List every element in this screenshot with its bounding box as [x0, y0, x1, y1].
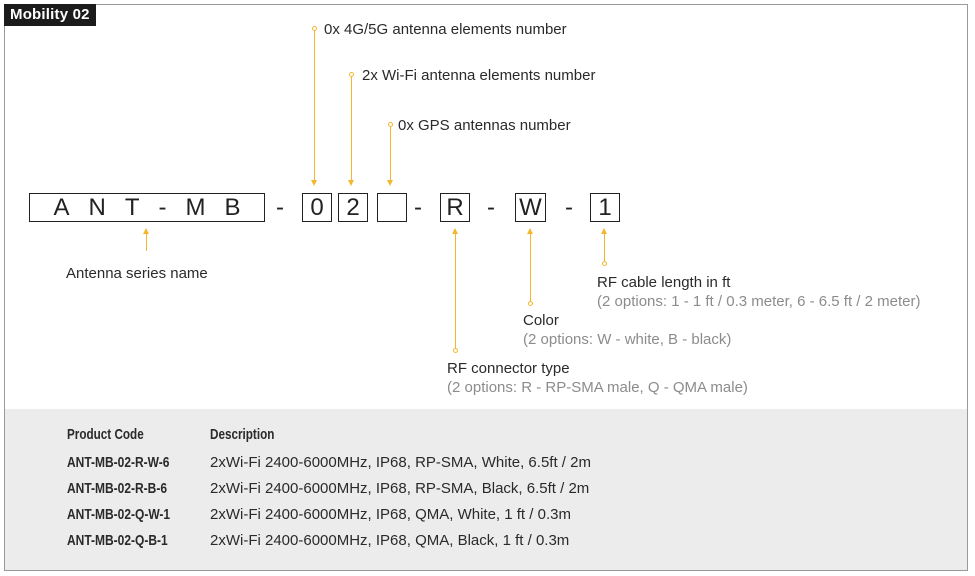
arrow-up-icon	[143, 228, 149, 234]
arrow-down-icon	[311, 180, 317, 186]
product-table: Product Code Description ANT-MB-02-R-W-6…	[5, 409, 967, 570]
arrow-down-icon	[387, 180, 393, 186]
leader-dot	[602, 261, 607, 266]
leader-dot	[453, 348, 458, 353]
description-cell: 2xWi-Fi 2400-6000MHz, IP68, QMA, White, …	[210, 506, 571, 523]
description-cell: 2xWi-Fi 2400-6000MHz, IP68, RP-SMA, Whit…	[210, 454, 591, 471]
leader-dot	[388, 122, 393, 127]
header-product-code: Product Code	[67, 426, 144, 443]
gps-count-box	[377, 193, 407, 222]
leader-dot	[528, 301, 533, 306]
description-cell: 2xWi-Fi 2400-6000MHz, IP68, QMA, Black, …	[210, 532, 570, 549]
leader-line	[604, 233, 605, 262]
color-annotation-options: (2 options: W - white, B - black)	[523, 331, 732, 348]
connector-code-box: R	[440, 193, 470, 222]
series-letter: N	[88, 193, 125, 221]
product-code-cell: ANT-MB-02-Q-W-1	[67, 506, 171, 523]
cable-code-box: 1	[590, 193, 620, 222]
series-letter: T	[124, 193, 159, 221]
arrow-up-icon	[452, 228, 458, 234]
color-code-box: W	[515, 193, 546, 222]
connector-annotation-options: (2 options: R - RP-SMA male, Q - QMA mal…	[447, 379, 748, 396]
series-letter: -	[158, 193, 186, 221]
leader-line	[314, 31, 315, 181]
product-code-cell: ANT-MB-02-R-B-6	[67, 480, 167, 497]
leader-dot	[312, 26, 317, 31]
section-tag: Mobility 02	[4, 4, 96, 26]
code-separator: -	[414, 194, 422, 221]
series-letter: A	[53, 193, 89, 221]
gps-annotation: 0x GPS antennas number	[398, 117, 571, 134]
code-separator: -	[565, 194, 573, 221]
description-cell: 2xWi-Fi 2400-6000MHz, IP68, RP-SMA, Blac…	[210, 480, 590, 497]
wifi-annotation: 2x Wi-Fi antenna elements number	[362, 67, 596, 84]
series-annotation: Antenna series name	[66, 265, 208, 282]
code-separator: -	[276, 194, 284, 221]
wifi-count-box: 2	[338, 193, 368, 222]
code-separator: -	[487, 194, 495, 221]
leader-line	[351, 77, 352, 181]
header-description: Description	[210, 426, 275, 443]
leader-dot	[349, 72, 354, 77]
cable-annotation-options: (2 options: 1 - 1 ft / 0.3 meter, 6 - 6.…	[597, 293, 921, 310]
connector-annotation-title: RF connector type	[447, 360, 570, 377]
series-letter: M	[185, 193, 225, 221]
leader-line	[146, 233, 147, 251]
product-code-cell: ANT-MB-02-Q-B-1	[67, 532, 168, 549]
arrow-down-icon	[348, 180, 354, 186]
arrow-up-icon	[527, 228, 533, 234]
color-annotation-title: Color	[523, 312, 559, 329]
arrow-up-icon	[601, 228, 607, 234]
product-code-cell: ANT-MB-02-R-W-6	[67, 454, 170, 471]
cellular-count-box: 0	[302, 193, 332, 222]
leader-line	[455, 233, 456, 349]
cellular-annotation: 0x 4G/5G antenna elements number	[324, 21, 567, 38]
cable-annotation-title: RF cable length in ft	[597, 274, 731, 291]
leader-line	[390, 127, 391, 181]
series-letter: B	[224, 193, 260, 221]
leader-line	[530, 233, 531, 302]
